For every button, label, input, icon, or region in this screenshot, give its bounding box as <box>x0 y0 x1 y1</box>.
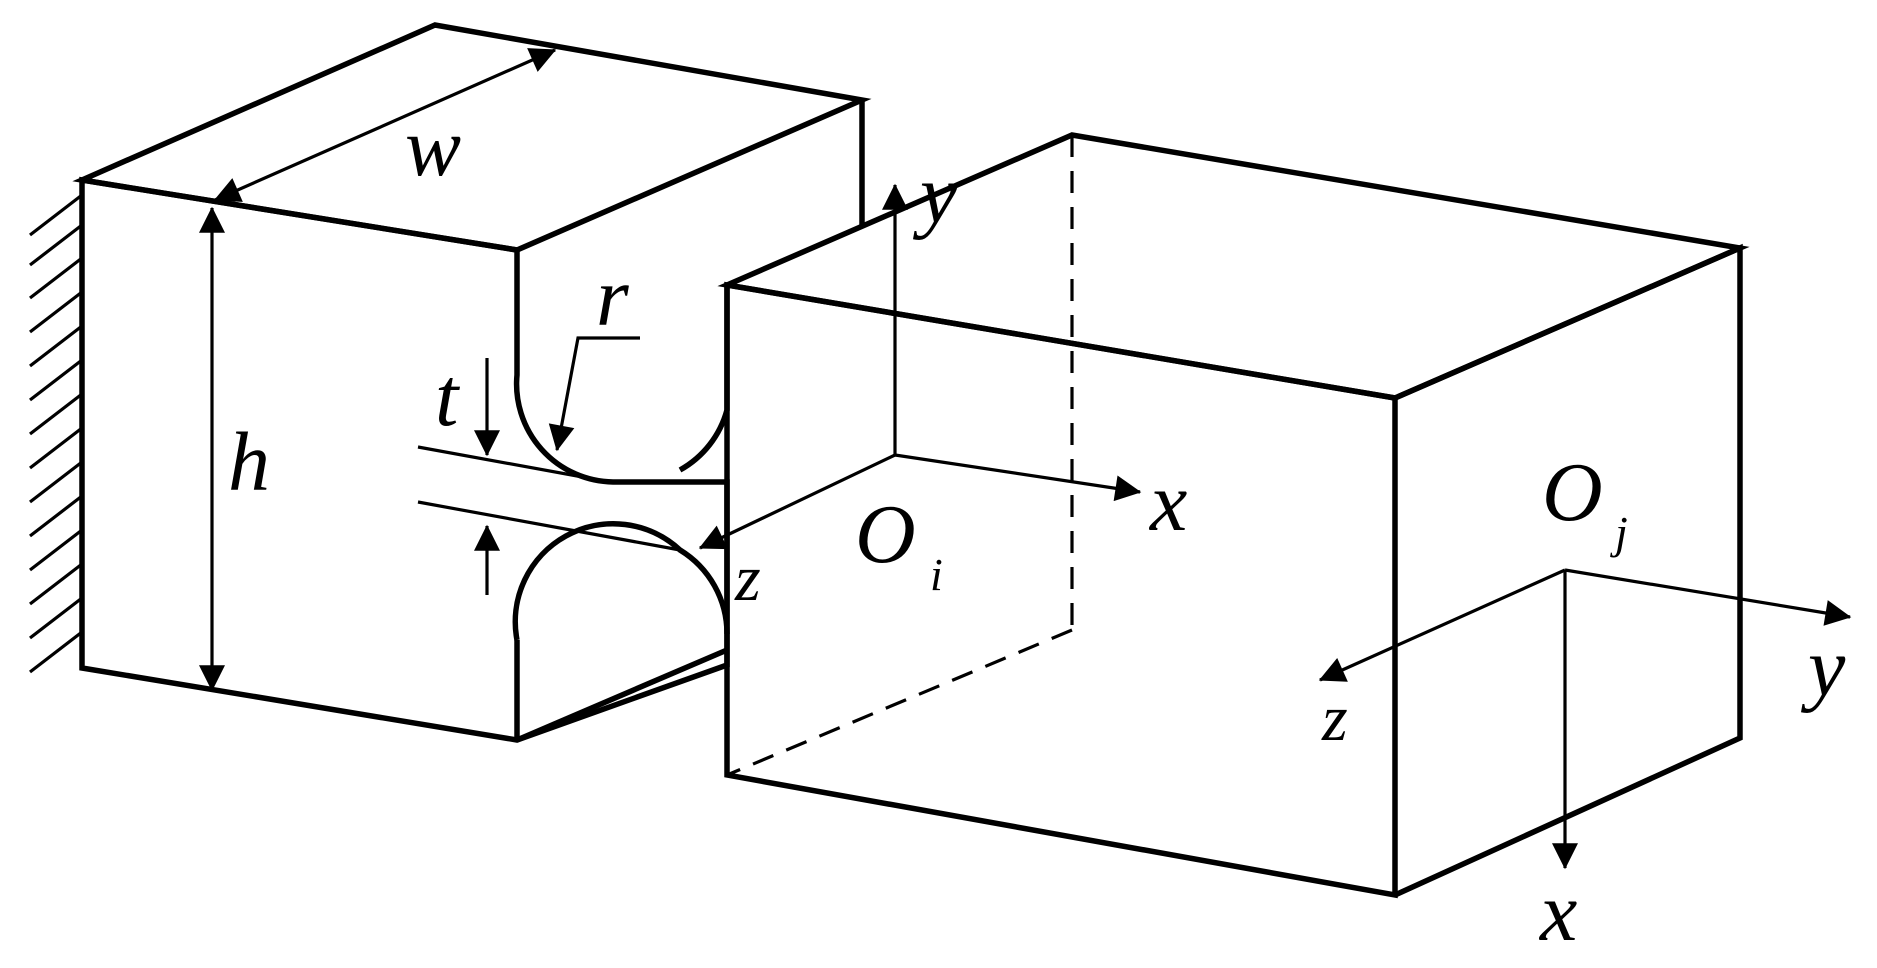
axis-i-z-label: z <box>734 542 761 615</box>
axis-j-y-label: y <box>1800 621 1846 714</box>
origin-j-label: O <box>1542 446 1603 539</box>
left-block <box>72 22 872 743</box>
fixed-support-hatching <box>29 193 83 674</box>
coordinate-system-j <box>1318 568 1852 870</box>
axis-j-z-label: z <box>1321 682 1348 755</box>
thickness-dimension <box>417 358 681 595</box>
origin-j-subscript: j <box>1610 507 1628 558</box>
width-dimension <box>213 48 557 202</box>
axis-i-x-label: x <box>1148 456 1187 549</box>
height-label: h <box>228 416 270 509</box>
radius-dimension <box>548 336 640 452</box>
origin-i-label: O <box>855 488 916 581</box>
coordinate-system-i <box>698 183 1142 550</box>
origin-i-subscript: i <box>930 549 943 600</box>
width-label: w <box>405 101 461 194</box>
thickness-label: t <box>435 351 461 444</box>
right-block <box>678 132 1750 899</box>
axis-j-x-label: x <box>1538 866 1577 959</box>
radius-label: r <box>596 251 629 344</box>
axis-i-y-label: y <box>912 148 958 241</box>
